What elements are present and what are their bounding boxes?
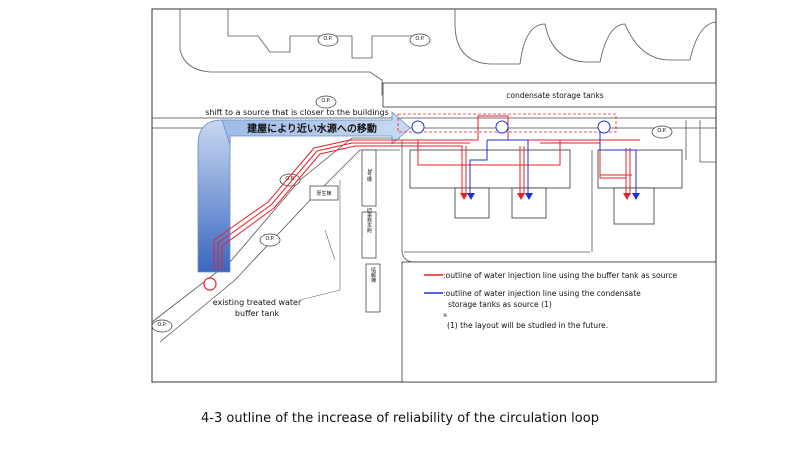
injection-arrowheads [460, 193, 640, 200]
svg-text:3号機: 3号機 [366, 168, 372, 183]
turbine-building [511, 187, 547, 219]
buffer-tank-label-line2: buffer tank [235, 309, 280, 318]
tanks-bar [382, 82, 717, 108]
svg-text:O.P.: O.P. [285, 176, 295, 182]
op-marker: O.P. [317, 33, 339, 47]
blue-injection-lines [469, 128, 637, 195]
legend-blue-label-1: :outline of water injection line using t… [443, 289, 641, 298]
svg-text:O.P.: O.P. [323, 36, 333, 42]
tanks-label: condensate storage tanks [506, 91, 604, 100]
legend-red-label: :outline of water injection line using t… [443, 271, 678, 280]
upper-wall [179, 9, 716, 96]
svg-text:O.P.: O.P. [415, 36, 425, 42]
tanks-dashed-outline [397, 113, 617, 133]
op-marker: O.P. [409, 33, 431, 47]
building-old-office [361, 211, 377, 259]
svg-text:O.P.: O.P. [157, 322, 167, 328]
svg-text:O.P.: O.P. [657, 128, 667, 134]
buffer-tank-icon [203, 277, 217, 291]
legend-blue-label-2: storage tanks as source (1) [448, 300, 552, 309]
op-marker: O.P. [651, 125, 673, 139]
shift-arrow-horizontal [221, 111, 411, 146]
condensate-tank-icon [411, 120, 425, 134]
condensate-tank-icon [495, 120, 509, 134]
svg-text:O.P.: O.P. [321, 98, 331, 104]
op-marker: O.P. [259, 233, 281, 247]
svg-text:厚生棟: 厚生棟 [316, 190, 331, 197]
upper-structure-outline [227, 9, 717, 65]
condensate-tank-icon [597, 120, 611, 134]
op-marker: O.P. [315, 95, 337, 109]
legend-box [401, 261, 717, 383]
svg-text:旧事務本館: 旧事務本館 [366, 207, 372, 234]
reactor-building [409, 149, 571, 189]
op-marker: O.P. [151, 319, 173, 333]
svg-text:O.P.: O.P. [265, 236, 275, 242]
reactor-building [597, 149, 683, 189]
figure-caption: 4-3 outline of the increase of reliabili… [201, 411, 599, 426]
legend-marker: ※ [443, 313, 447, 319]
arrow-label-jp: 建屋により近い水源への移動 [246, 122, 377, 135]
buffer-tank-label-line1: existing treated water [213, 298, 302, 307]
svg-text:情報棟: 情報棟 [370, 267, 376, 284]
legend-note: (1) the layout will be studied in the fu… [447, 321, 608, 330]
turbine-building [454, 187, 490, 219]
building-welfare [309, 185, 339, 201]
arrow-label-en: shift to a source that is closer to the … [205, 108, 389, 117]
building-unit3 [361, 149, 377, 207]
building-info [365, 263, 381, 313]
